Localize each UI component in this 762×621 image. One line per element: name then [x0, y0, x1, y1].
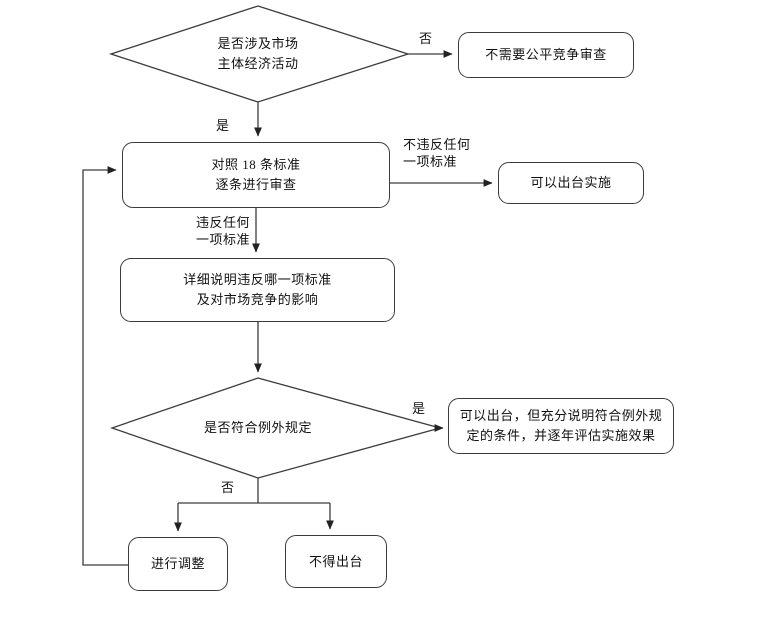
decision-market-line2: 主体经济活动: [217, 56, 299, 71]
node-adjust: 进行调整: [128, 537, 228, 591]
node-review-18-standards: 对照 18 条标准 逐条进行审查: [122, 142, 390, 208]
decision-exception-text: 是否符合例外规定: [203, 420, 312, 435]
node-explain-line2: 及对市场竞争的影响: [196, 292, 319, 307]
node-must-not-issue: 不得出台: [285, 535, 387, 588]
node-adjust-label: 进行调整: [150, 556, 205, 571]
edge-label-yes-market: 是: [216, 118, 230, 133]
node-issue-line1: 可以出台，但充分说明符合例外规: [459, 408, 663, 423]
decision-market-activity-label: 是否涉及市场 主体经济活动: [158, 34, 358, 74]
edge-adjust-loopback: [82, 166, 128, 566]
edge-label-no-violation-line1: 不违反任何: [403, 137, 471, 152]
edge-label-violation-line2: 一项标准: [196, 232, 251, 247]
edge-label-no-violation-line2: 一项标准: [403, 154, 458, 169]
edge-label-yes-exception: 是: [412, 401, 426, 416]
node-explain-line1: 详细说明违反哪一项标准: [183, 272, 332, 287]
node-must-not-issue-label: 不得出台: [308, 553, 363, 569]
node-can-implement: 可以出台实施: [498, 162, 644, 204]
decision-exception-label: 是否符合例外规定: [158, 418, 358, 438]
node-review-line1: 对照 18 条标准: [211, 157, 301, 172]
decision-market-line1: 是否涉及市场: [217, 36, 299, 51]
edge-label-violation-line1: 违反任何: [196, 215, 251, 230]
node-explain-violation: 详细说明违反哪一项标准 及对市场竞争的影响: [120, 258, 395, 322]
edge-label-violation: 违反任何 一项标准: [196, 214, 250, 248]
node-no-review-needed-label: 不需要公平竞争审查: [485, 47, 607, 62]
node-can-implement-label: 可以出台实施: [530, 175, 612, 190]
node-review-line2: 逐条进行审查: [215, 177, 297, 192]
edge-label-no-exception: 否: [221, 480, 235, 495]
edge-label-no-violation: 不违反任何 一项标准: [403, 136, 471, 170]
node-issue-with-explanation: 可以出台，但充分说明符合例外规 定的条件，并逐年评估实施效果: [448, 398, 674, 454]
node-issue-line2: 定的条件，并逐年评估实施效果: [466, 428, 656, 443]
node-no-review-needed: 不需要公平竞争审查: [458, 32, 634, 78]
edge-label-no-market: 否: [419, 31, 433, 46]
